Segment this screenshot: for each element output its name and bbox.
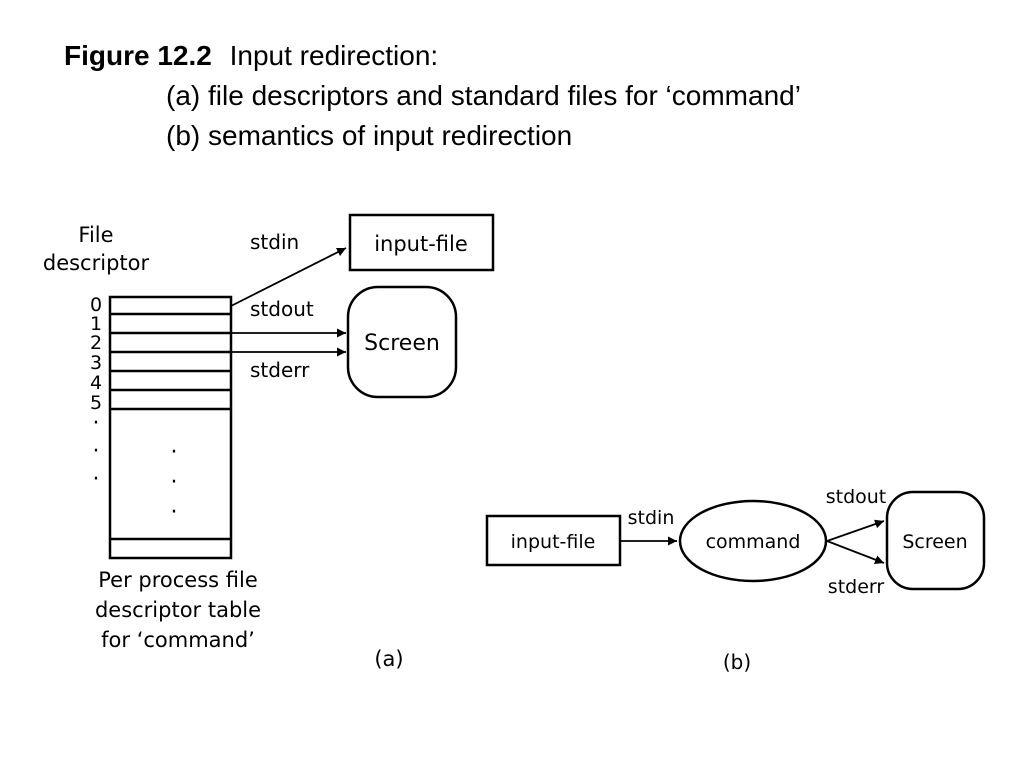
stderr-label-b: stderr	[828, 576, 885, 598]
svg-text:·: ·	[93, 467, 100, 492]
fd-ellipsis-inside: · · ·	[171, 440, 178, 525]
fd-number-2: 2	[90, 332, 102, 354]
svg-text:·: ·	[171, 470, 178, 495]
caption-line-b: (b) semantics of input redirection	[166, 120, 573, 151]
fd-header-line1: File	[78, 223, 113, 247]
fd-ellipsis-left: · · ·	[93, 411, 100, 492]
fd-number-5: 5	[90, 392, 102, 414]
stderr-arrow-b	[826, 540, 885, 564]
screen-box-a	[346, 285, 458, 399]
table-caption-line3: for ‘command’	[101, 628, 255, 652]
table-caption-line2: descriptor table	[95, 598, 261, 622]
input-file-label-b: input-file	[511, 531, 596, 553]
svg-text:·: ·	[171, 500, 178, 525]
figure-heading: Input redirection:	[229, 40, 439, 71]
fd-header-line2: descriptor	[43, 251, 150, 275]
fd-table	[108, 295, 233, 560]
panel-label-b: (b)	[723, 650, 751, 674]
table-caption-line1: Per process file	[98, 568, 258, 592]
fd-numbers: 0 1 2 3 4 5	[90, 294, 102, 414]
stdin-label-b: stdin	[628, 507, 675, 529]
command-node	[678, 499, 828, 583]
stdin-arrow-a	[230, 247, 347, 307]
figure-title: Figure 12.2 Input redirection: (a) file …	[64, 36, 801, 156]
screen-box-b	[885, 490, 986, 591]
svg-text:·: ·	[171, 440, 178, 465]
svg-text:·: ·	[93, 411, 100, 436]
command-label: command	[706, 531, 801, 553]
stderr-label-a: stderr	[250, 358, 310, 382]
stdout-arrow-b	[826, 519, 885, 542]
svg-text:·: ·	[93, 439, 100, 464]
stdin-label-a: stdin	[250, 230, 299, 254]
fd-number-3: 3	[90, 352, 102, 374]
fd-number-0: 0	[90, 294, 102, 316]
stdout-label-a: stdout	[250, 297, 314, 321]
fd-table-outline	[108, 295, 233, 560]
input-file-label-a: input-file	[374, 232, 468, 256]
fd-number-4: 4	[90, 372, 102, 394]
caption-line-a: (a) file descriptors and standard files …	[166, 80, 801, 111]
stdout-label-b: stdout	[826, 486, 887, 508]
screen-label-a: Screen	[364, 331, 440, 356]
screen-label-b: Screen	[902, 531, 967, 553]
input-file-box-a	[348, 213, 495, 272]
figure-number: Figure 12.2	[64, 40, 212, 71]
panel-label-a: (a)	[374, 647, 403, 671]
fd-number-1: 1	[90, 313, 102, 335]
